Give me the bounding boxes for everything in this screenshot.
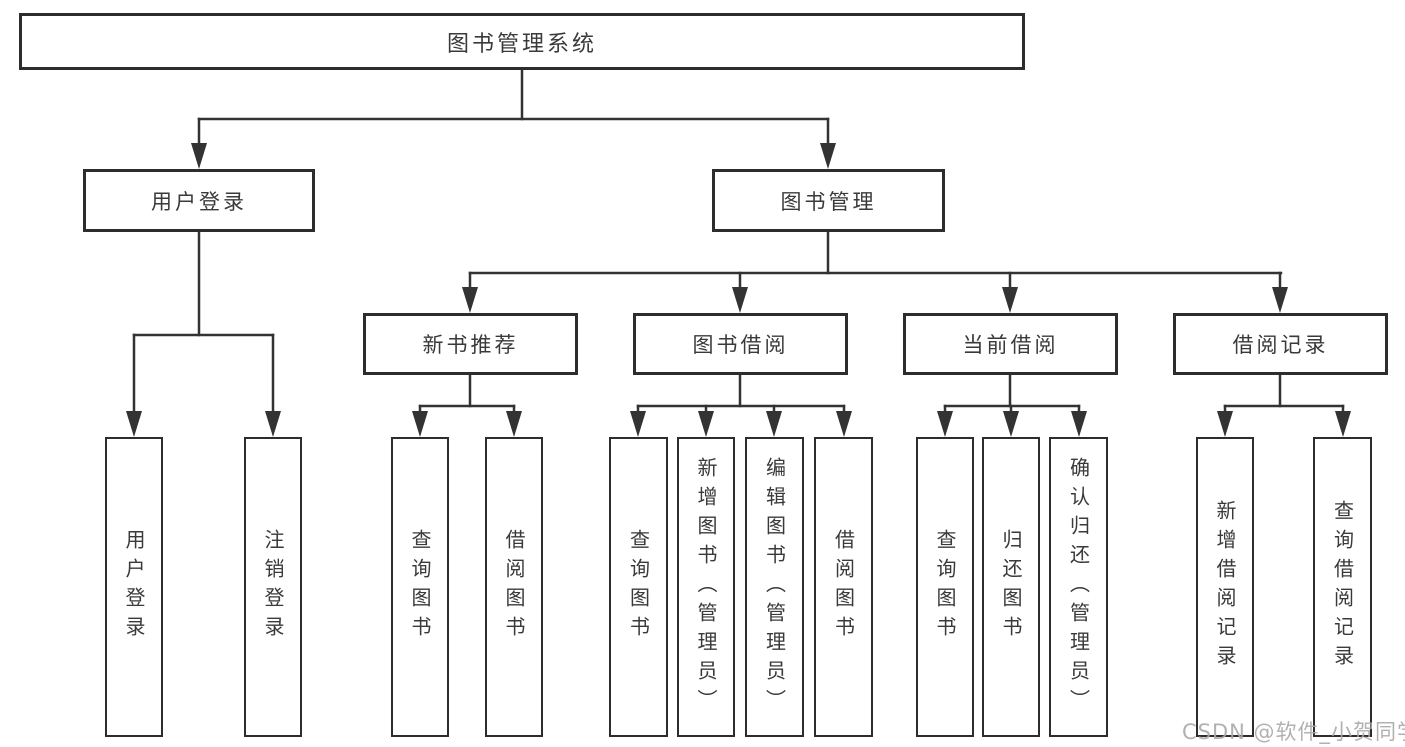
leaf-borrow-books: 借阅图书	[814, 437, 873, 737]
leaf-query-borrow-record: 查询借阅记录	[1313, 437, 1372, 737]
node-library-system: 图书管理系统	[19, 13, 1025, 70]
node-user-login: 用户登录	[83, 169, 315, 232]
node-book-borrow: 图书借阅	[633, 313, 848, 375]
leaf-user-login: 用户登录	[105, 437, 163, 737]
node-new-book-recommend: 新书推荐	[363, 313, 578, 375]
node-current-borrow: 当前借阅	[903, 313, 1118, 375]
leaf-query-books-borrow: 查询图书	[609, 437, 668, 737]
node-book-management: 图书管理	[712, 169, 945, 232]
leaf-query-books-recommend: 查询图书	[391, 437, 449, 737]
leaf-query-books-current: 查询图书	[916, 437, 974, 737]
node-borrow-records: 借阅记录	[1173, 313, 1388, 375]
leaf-edit-book-admin: 编辑图书（管理员）	[745, 437, 804, 737]
leaf-logout: 注销登录	[244, 437, 302, 737]
leaf-add-book-admin: 新增图书（管理员）	[677, 437, 735, 737]
leaf-confirm-return-admin: 确认归还（管理员）	[1049, 437, 1108, 737]
watermark: CSDN @软件_小贺同学	[1182, 720, 1405, 744]
leaf-return-book: 归还图书	[982, 437, 1040, 737]
leaf-add-borrow-record: 新增借阅记录	[1196, 437, 1254, 737]
leaf-borrow-books-recommend: 借阅图书	[485, 437, 543, 737]
